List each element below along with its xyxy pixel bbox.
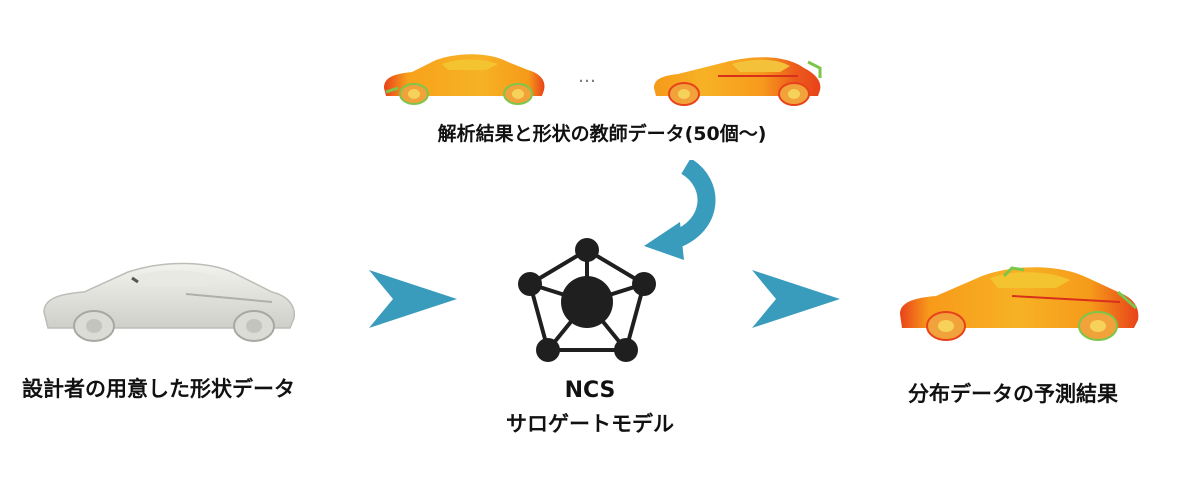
chevron-right-icon <box>752 270 840 328</box>
chevron-right-icon <box>369 270 457 328</box>
ellipsis-text: … <box>578 66 596 87</box>
output-caption: 分布データの予測結果 <box>908 382 1118 406</box>
model-name: NCS <box>564 378 616 403</box>
training-data-caption: 解析結果と形状の教師データ(50個～) <box>437 123 767 145</box>
output-car-heatmap <box>900 266 1139 341</box>
model-subtitle: サロゲートモデル <box>506 412 674 436</box>
network-model-icon <box>518 238 656 362</box>
training-car-heatmap-2 <box>654 57 822 106</box>
input-car-shape <box>43 262 296 342</box>
training-car-heatmap-1 <box>384 54 545 105</box>
training-feed-arrow <box>644 160 716 260</box>
input-caption: 設計者の用意した形状データ <box>22 377 295 401</box>
